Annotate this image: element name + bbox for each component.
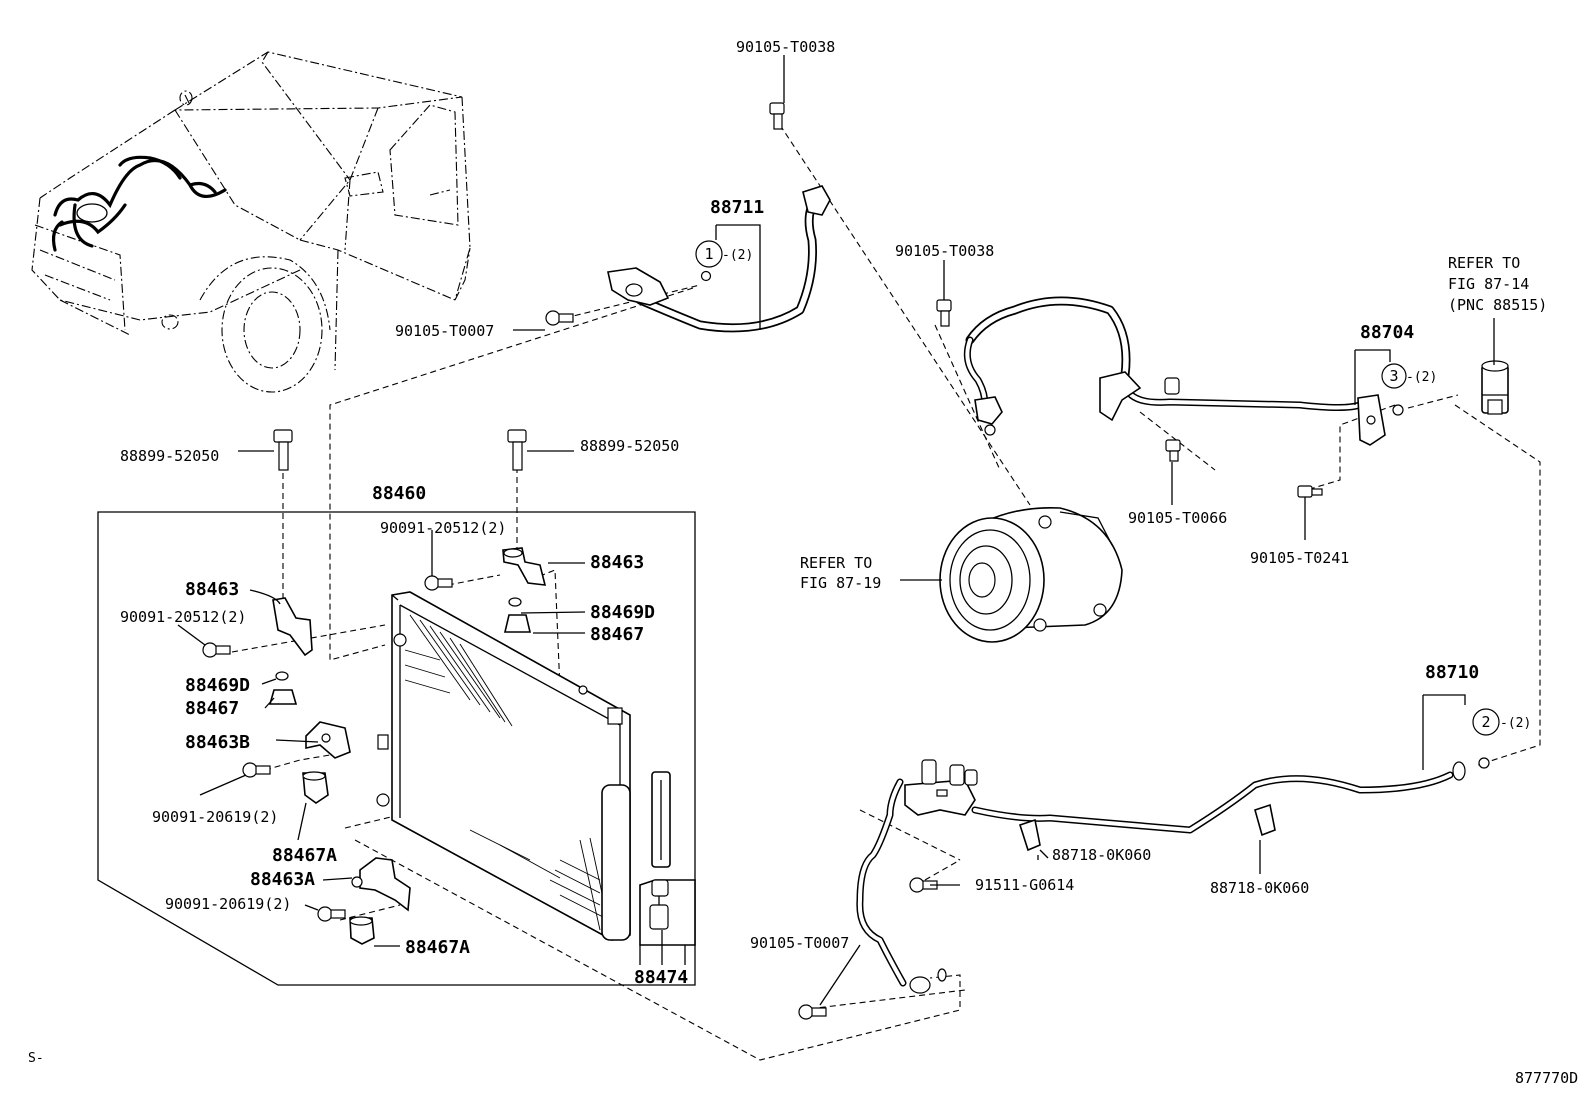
label-bolt-hose-left: 90105-T0007 [395,322,494,340]
label-bolt-mid: 90105-T0038 [895,242,994,260]
label-refer-valve-1: REFER TO [1448,254,1520,272]
label-receiver: 88474 [634,967,688,988]
label-bracket-bolt-left: 88899-52050 [120,447,219,465]
expansion-valve [1481,360,1509,415]
label-bolt-cond-left: 90091-20512(2) [120,608,246,626]
label-refer-valve-2: FIG 87-14 [1448,275,1529,293]
label-suction-tube: 88704 [1360,322,1414,343]
label-refer-comp-2: FIG 87-19 [800,574,881,592]
label-clamp-1: 88718-0K060 [1052,846,1151,864]
label-bracket-b: 88463B [185,732,250,753]
label-cushion-left: 88467 [185,698,239,719]
figure-id: 877770D [1515,1069,1578,1087]
callout-2: 2 -(2) [1472,708,1531,769]
label-bolt-liquid: 90105-T0007 [750,934,849,952]
label-washer-right: 88469D [590,602,655,623]
receiver-dryer [639,771,696,946]
label-bracket-bolt-right: 88899-52050 [580,437,679,455]
label-cushion-a-2: 88467A [405,937,470,958]
o-ring-3-qty: -(2) [1406,370,1437,385]
part-labels: 90105-T0038 88711 90105-T0007 90105-T003… [28,38,1578,1087]
leader-dashes [231,124,1541,1061]
callout-2-number: 2 [1481,713,1490,731]
callout-3: 3 -(2) [1381,363,1437,416]
label-refer-comp-1: REFER TO [800,554,872,572]
vehicle-outline [31,51,471,393]
label-bracket-left: 88463 [185,579,239,600]
label-bracket-right: 88463 [590,552,644,573]
liquid-tube [798,759,1466,1020]
label-bolt-lower-2: 90091-20619(2) [165,895,291,913]
condenser [376,591,631,941]
label-discharge-hose: 88711 [710,197,764,218]
label-refer-valve-3: (PNC 88515) [1448,296,1547,314]
label-bolt-tube: 90105-T0241 [1250,549,1349,567]
o-ring-1-qty: -(2) [722,248,753,263]
compressor [939,506,1123,643]
label-bolt-compressor: 90105-T0066 [1128,509,1227,527]
callout-3-number: 3 [1389,367,1398,385]
label-condenser-assy: 88460 [372,483,426,504]
suction-tube [936,296,1386,498]
callout-1: 1 -(2) [695,240,753,268]
corner-mark: S- [28,1051,44,1066]
label-bolt-top: 90105-T0038 [736,38,835,56]
callout-1-number: 1 [704,245,713,263]
o-ring-2-qty: -(2) [1500,716,1531,731]
label-clamp-2: 88718-0K060 [1210,879,1309,897]
label-bracket-a: 88463A [250,869,315,890]
condenser-assy-box [97,511,696,986]
label-bolt-bracket: 91511-G0614 [975,876,1074,894]
label-cushion-a-1: 88467A [272,845,337,866]
discharge-hose [545,102,831,333]
label-liquid-tube: 88710 [1425,662,1479,683]
label-bolt-cond-top: 90091-20512(2) [380,519,506,537]
label-washer-left: 88469D [185,675,250,696]
leader-lines [177,55,1495,1006]
condenser-hardware [202,429,547,945]
label-cushion-right: 88467 [590,624,644,645]
label-bolt-lower-1: 90091-20619(2) [152,808,278,826]
